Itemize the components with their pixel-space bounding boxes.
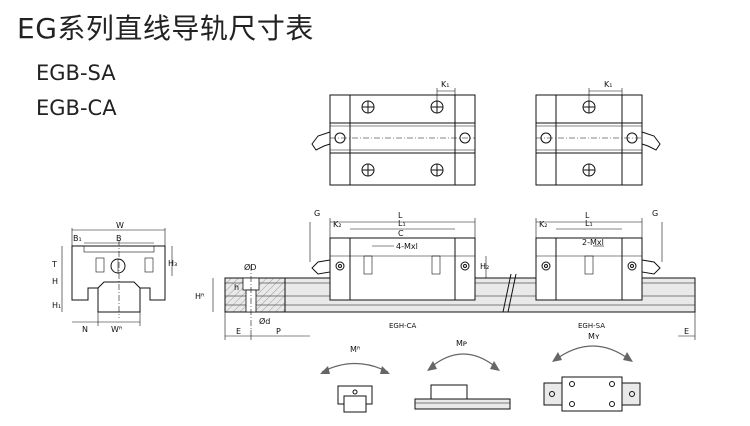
dim-h-small: h <box>234 283 239 292</box>
dim-l1-sa: L₁ <box>585 219 593 228</box>
moment-my: Mʏ <box>543 332 641 412</box>
dim-hr: Hᴿ <box>195 292 205 301</box>
dim-h: H <box>52 277 58 286</box>
page-title: EG系列直线导轨尺寸表 <box>17 12 314 45</box>
caption-sa: EGH-SA <box>578 322 605 330</box>
model-label-sa: EGB-SA <box>36 61 116 85</box>
label-mr: Mᴿ <box>350 345 361 354</box>
label-my: Mʏ <box>588 332 600 341</box>
dim-e-left: E <box>236 327 241 336</box>
dim-t: T <box>51 260 57 269</box>
end-view: W B B₁ H H₁ T H₃ N Wᴿ <box>51 221 177 334</box>
dim-mxl-sa: 2-Mxl <box>582 238 604 247</box>
label-mp: Mᴘ <box>456 339 467 348</box>
dim-phi-d: ØD <box>244 262 256 272</box>
dim-h2: H₂ <box>480 262 489 271</box>
dim-k1-sa: K₁ <box>604 80 612 89</box>
dim-b: B <box>116 234 122 243</box>
dim-n: N <box>82 325 88 334</box>
side-view-ca-block: L L₁ C G K₂ 4-Mxl H₂ EGH-CA <box>309 209 489 330</box>
dim-wr: Wᴿ <box>111 325 123 334</box>
dim-h1: H₁ <box>52 301 61 310</box>
dim-w: W <box>116 221 124 230</box>
dim-c: C <box>398 229 404 238</box>
dim-l-sa: L <box>585 211 590 220</box>
dim-k1-ca: K₁ <box>441 80 449 89</box>
moment-mp: Mᴘ <box>414 339 511 410</box>
dim-g-ca: G <box>314 209 320 218</box>
dim-mxl-ca: 4-Mxl <box>396 242 418 251</box>
top-view-sa: K₁ <box>535 80 661 186</box>
dim-k2-sa: K₂ <box>539 220 547 229</box>
dim-b1: B₁ <box>73 234 82 243</box>
dim-g-sa: G <box>652 209 658 218</box>
dim-h3-end: H₃ <box>168 259 177 268</box>
dim-k2-ca: K₂ <box>333 220 341 229</box>
moment-mr: Mᴿ <box>320 345 390 413</box>
dim-e-right: E <box>684 327 689 336</box>
dim-phi-d-small: Ød <box>259 316 270 326</box>
top-view-ca: K₁ <box>311 80 476 186</box>
dim-p: P <box>276 327 281 336</box>
caption-ca: EGH-CA <box>389 322 417 330</box>
model-label-ca: EGB-CA <box>36 96 117 120</box>
dim-l-ca: L <box>398 211 403 220</box>
dim-l1-ca: L₁ <box>398 219 406 228</box>
side-view-sa-block: L L₁ G K₂ 2-Mxl EGH-SA <box>535 209 663 330</box>
